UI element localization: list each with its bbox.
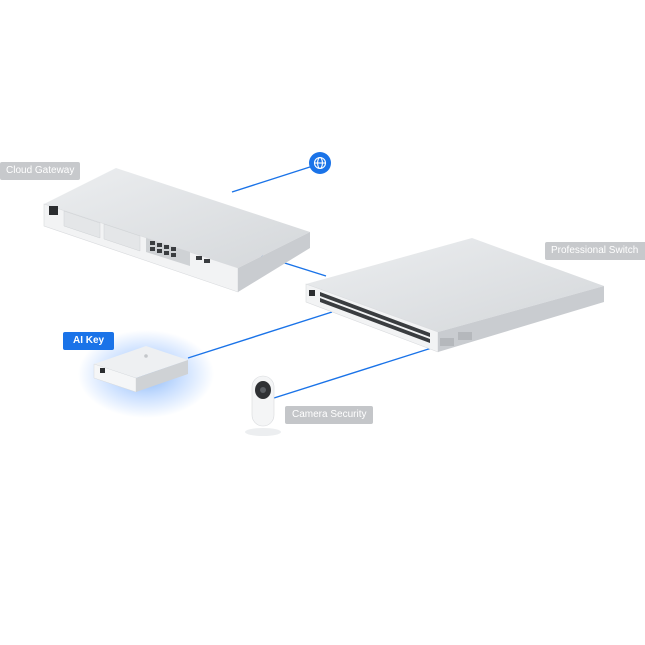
internet-node[interactable] [309,152,331,174]
link-gateway-internet [231,165,314,193]
globe-icon [313,156,327,170]
professional-switch-device [305,238,604,353]
camera-device [245,375,281,436]
switch-port-array [309,290,472,346]
gateway-front-panel [49,206,210,266]
ai-key-device [78,330,214,418]
link-camera-switch [273,345,439,399]
camera-security-label: Camera Security [285,406,374,424]
ai-key-label: AI Key [63,332,115,350]
professional-switch-label: Professional Switch [545,242,645,260]
cloud-gateway-label: Cloud Gateway [0,162,81,180]
cloud-gateway-device [43,168,310,293]
link-aikey-switch [187,311,333,359]
